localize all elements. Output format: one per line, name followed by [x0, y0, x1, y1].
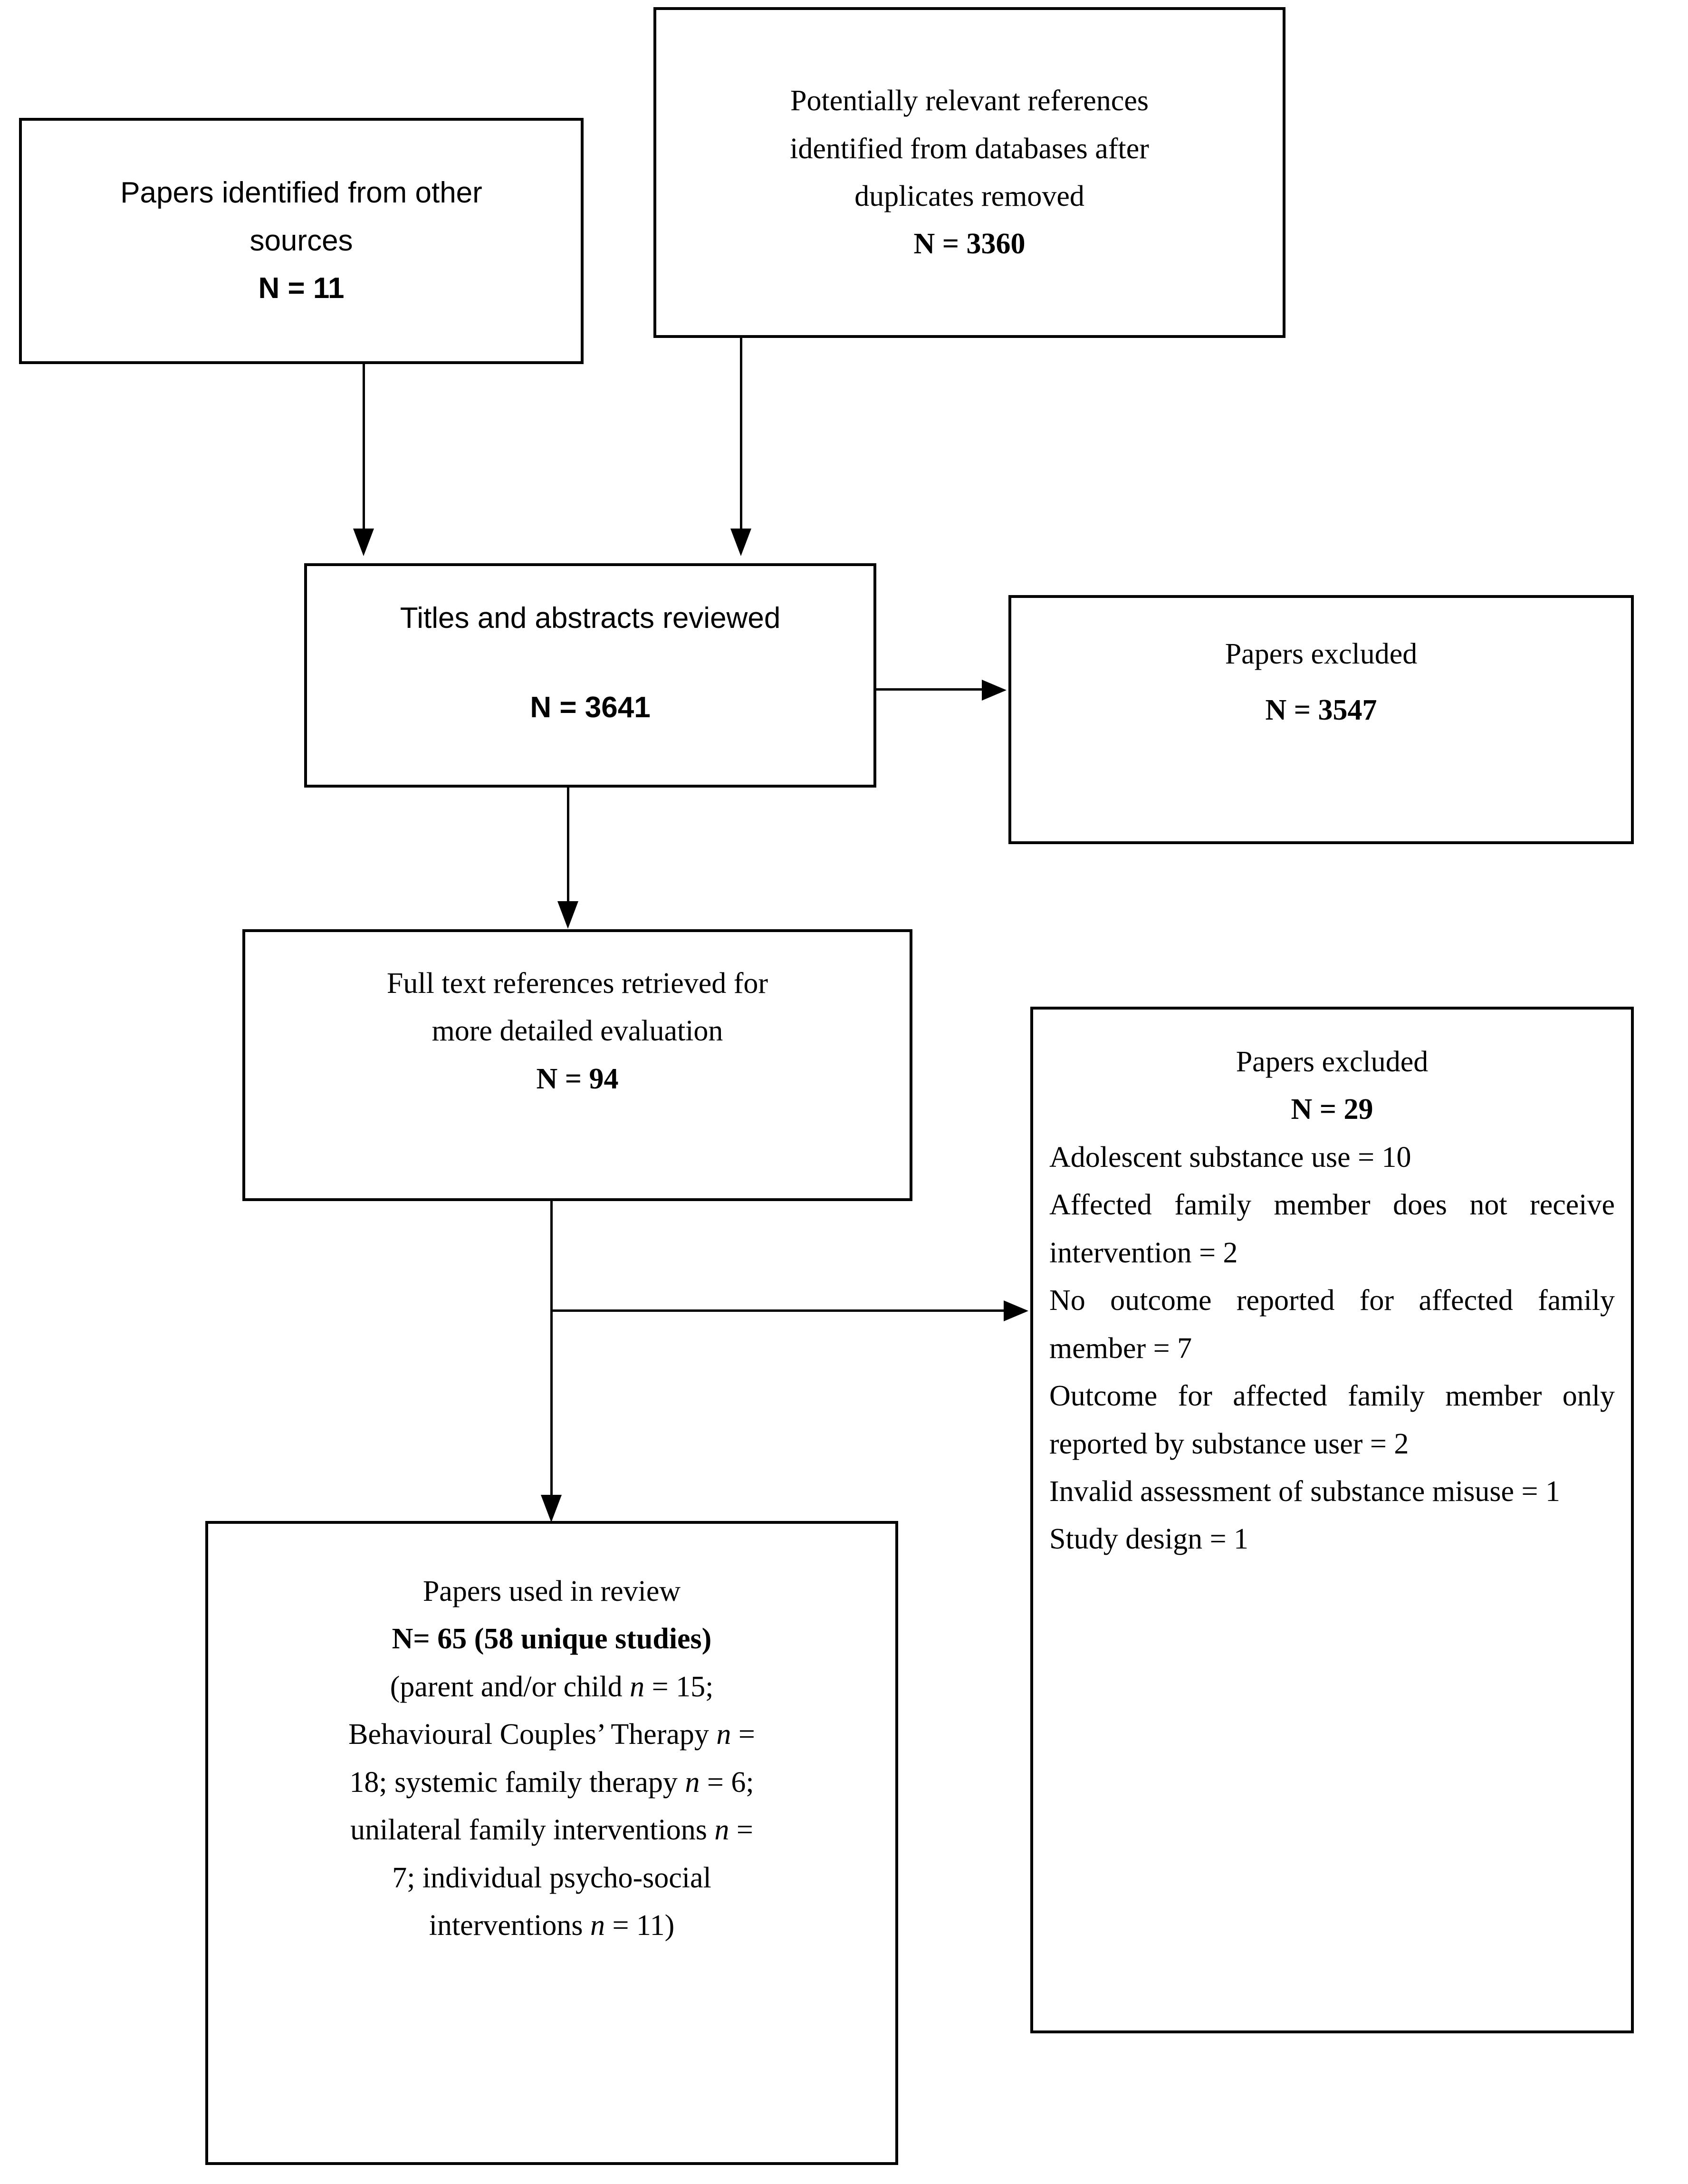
excluded-reason-item: Adolescent substance use = 10 [1049, 1141, 1411, 1174]
italic-n-symbol: n [716, 1718, 731, 1751]
full-text-line-2: more detailed evaluation [432, 1015, 723, 1048]
excluded-screening-count: N = 3547 [1265, 694, 1377, 727]
italic-n-symbol: n [685, 1766, 700, 1799]
box-full-text: Full text references retrieved for more … [242, 929, 912, 1201]
connector-fulltext-to-included-line [550, 1200, 553, 1499]
other-sources-line-2: sources [249, 224, 353, 257]
excluded-reason-item: Affected family member does not receive … [1049, 1189, 1622, 1269]
databases-line-2: identified from databases after [790, 132, 1149, 165]
other-sources-line-1: Papers identified from other [120, 176, 482, 210]
italic-n-symbol: n [590, 1909, 605, 1942]
titles-abstracts-count: N = 3641 [530, 691, 651, 724]
titles-abstracts-label: Titles and abstracts reviewed [400, 602, 781, 635]
box-included: Papers used in review N= 65 (58 unique s… [205, 1521, 898, 2165]
excluded-reason-item: Outcome for affected family member only … [1049, 1380, 1622, 1460]
connector-titles-to-fulltext-arrowhead [557, 901, 578, 929]
excluded-reason-item: No outcome reported for affected family … [1049, 1284, 1622, 1365]
box-other-sources: Papers identified from other sources N =… [19, 118, 584, 364]
connector-fulltext-to-excluded-arrowhead [1004, 1300, 1028, 1321]
full-text-line-1: Full text references retrieved for [386, 967, 768, 1000]
excluded-reason-item: Invalid assessment of substance misuse =… [1049, 1475, 1561, 1508]
connector-databases-to-titles-arrowhead [730, 529, 751, 556]
excluded-fulltext-count: N = 29 [1291, 1093, 1373, 1126]
other-sources-count: N = 11 [258, 272, 345, 305]
italic-n-symbol: n [630, 1670, 645, 1703]
connector-other-sources-to-titles-arrowhead [353, 529, 374, 556]
connector-fulltext-to-excluded-line [550, 1309, 1007, 1312]
italic-n-symbol: n [714, 1814, 729, 1847]
box-databases: Potentially relevant references identifi… [653, 7, 1285, 338]
excluded-screening-label: Papers excluded [1225, 638, 1418, 670]
connector-databases-to-titles-line [740, 337, 742, 531]
included-breakdown-line: interventions n = 11) [429, 1909, 675, 1942]
included-breakdown-line: 18; systemic family therapy n = 6; [349, 1766, 754, 1799]
databases-line-3: duplicates removed [854, 180, 1084, 212]
box-excluded-screening: Papers excluded N = 3547 [1008, 595, 1634, 844]
included-count: N= 65 (58 unique studies) [392, 1623, 712, 1655]
connector-other-sources-to-titles-line [363, 364, 365, 531]
excluded-reason-item: Study design = 1 [1049, 1523, 1249, 1556]
included-breakdown-line: (parent and/or child n = 15; [390, 1670, 714, 1703]
full-text-count: N = 94 [536, 1062, 619, 1095]
included-breakdown-line: unilateral family interventions n = [350, 1814, 753, 1847]
box-excluded-fulltext: Papers excluded N = 29 Adolescent substa… [1030, 1007, 1634, 2033]
included-title: Papers used in review [422, 1575, 681, 1607]
connector-titles-to-excluded-line [874, 688, 985, 691]
connector-titles-to-excluded-arrowhead [982, 680, 1007, 701]
databases-count: N = 3360 [913, 228, 1026, 260]
included-breakdown-line: 7; individual psycho-social [392, 1861, 711, 1894]
included-breakdown-line: Behavioural Couples’ Therapy n = [348, 1718, 755, 1751]
connector-fulltext-to-included-arrowhead [541, 1495, 562, 1522]
databases-line-1: Potentially relevant references [790, 85, 1149, 117]
excluded-fulltext-title: Papers excluded [1236, 1046, 1429, 1078]
connector-titles-to-fulltext-line [567, 787, 569, 904]
box-titles-abstracts: Titles and abstracts reviewed N = 3641 [304, 563, 876, 788]
